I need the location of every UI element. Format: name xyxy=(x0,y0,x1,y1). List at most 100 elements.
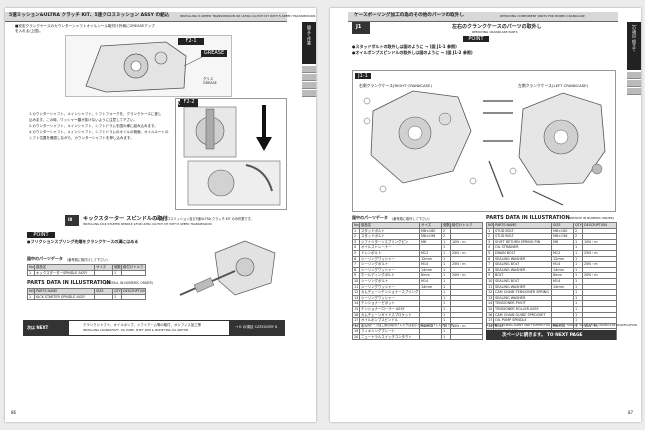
table-cell: CAM CHAIN GUIDE SPROCKET xyxy=(493,311,552,319)
page-number: 86 xyxy=(11,410,17,415)
next-page-link[interactable]: 次ページに続きます。 TO NEXT PAGE xyxy=(502,333,583,338)
parts-title: PARTS DATA IN ILLUSTRATION xyxy=(486,215,570,221)
right-side-tab: Jの項目 組立て xyxy=(627,22,641,70)
page-number: 87 xyxy=(628,410,634,415)
table-cell: 10N・m xyxy=(582,322,617,330)
left-header-title: 5速ミッション&ULTRA クラッチ KIT、5速クロスミッション ASSY の… xyxy=(9,13,170,18)
section-note: ※ 5速クロスミッション及び5速ULTRA クラッチ KIT のみ作業です。 xyxy=(155,217,254,221)
table-cell: 20N・m xyxy=(582,272,617,279)
transmission-illustration: F2-1 GREASE グリス GREASE xyxy=(65,35,232,97)
table-cell: 25N・m xyxy=(582,261,617,268)
table-header-cell: 個数 xyxy=(441,222,451,229)
table-cell xyxy=(582,255,617,263)
footer-next-label: 次は NEXT xyxy=(27,325,49,330)
footer-center-line2: INSTALLING CRANKSHAFT, OIL PUMP, SHIFT A… xyxy=(83,328,189,332)
section-title: キックスターター スピンドルの取付 xyxy=(83,216,168,222)
table-cell xyxy=(450,300,483,307)
left-header-subtitle: INSTALLING 5-SPEED TRANSMISSION OR ULTRA… xyxy=(180,14,316,18)
right-page: ケースボーリング加工の為のその他のパーツの取外し REMOVING COMPON… xyxy=(330,8,641,422)
footnote-en: ※1 APPLY LOCKING AGENT AND TIGHTEN FOR S… xyxy=(486,323,638,327)
thumb-index xyxy=(302,90,316,97)
right-footer-bar xyxy=(486,330,616,340)
footer-category-link[interactable]: → K の項目 CATEGORY K xyxy=(235,325,278,329)
parts-header-jp: 図中のパーツデータ xyxy=(352,215,388,220)
table-cell xyxy=(450,277,483,285)
left-page: 5速ミッション&ULTRA クラッチ KIT、5速クロスミッション ASSY の… xyxy=(5,8,316,422)
right-header-title: ケースボーリング加工の為のその他のパーツの取外し xyxy=(354,13,464,18)
grease-callout: グリス xyxy=(203,77,214,81)
point-text: ●フリクションスプリング先端をクランクケースの溝にはめる xyxy=(27,239,139,244)
point-label: POINT xyxy=(463,36,489,42)
section-badge xyxy=(352,22,370,34)
parts-title-note: (INSTALL IN NUMERIC ORDER) xyxy=(105,281,153,285)
section-badge xyxy=(65,215,79,226)
thumb-index xyxy=(302,82,316,89)
table-cell: 10N・m xyxy=(450,322,483,330)
thumb-index xyxy=(627,80,641,87)
parts-title: PARTS DATA IN ILLUSTRATION xyxy=(27,280,111,286)
assembly-drawing xyxy=(183,105,281,206)
table-cell xyxy=(582,300,617,307)
table-cell xyxy=(582,294,617,302)
table-cell xyxy=(450,305,483,313)
right-header-strip xyxy=(348,12,618,22)
left-text-area xyxy=(65,108,170,208)
footnote-jp: ※1 クランクケース加工後の締付けトルクは表示と同じ締付けトルク値です。 xyxy=(352,323,456,327)
footer-center-line1: クランクシャフト、オイルポンプ、シフトアーム等の取付、オシフィス加工等 xyxy=(83,323,202,327)
table-cell xyxy=(582,311,617,319)
step-line: 4.カウンターシャフト、メインシャフト、シフトドラムのオイルの側面、オイルルート… xyxy=(29,130,169,134)
kick-starter-drawing xyxy=(179,240,276,296)
illustration-tag: F2-2 xyxy=(180,99,198,105)
parts-header-note: (番号順に取付けして下さい) xyxy=(67,258,108,262)
table-cell xyxy=(582,277,617,285)
table-cell xyxy=(450,289,483,296)
illustration-tag: J1-1 xyxy=(355,73,371,79)
section-id: J1 xyxy=(356,24,362,30)
thumb-index xyxy=(627,88,641,95)
step-line: 1.カウンターシャフト、メインシャフト、シフトフォークを、クランクケースに差し xyxy=(29,112,162,116)
kick-starter-illustration xyxy=(175,233,285,303)
thumb-index xyxy=(627,72,641,79)
left-header-strip xyxy=(5,12,287,22)
table-cell xyxy=(450,333,483,341)
point-line2: ●オイルポンプスピンドルの取外しは図のように → (図 J1-2 参照) xyxy=(352,50,473,55)
right-header-subtitle: REMOVING COMPONENT PARTS FOR BORED CRANK… xyxy=(500,14,585,18)
section-subtitle: INSTALLING KICK STARTER SPINDLE ※FOR ULT… xyxy=(83,222,212,226)
table-cell: 20N・m xyxy=(450,272,483,279)
table-header-row: No.部品名サイズ個数締付けトルク xyxy=(27,264,146,271)
table-cell: 1 xyxy=(441,333,451,341)
table-cell xyxy=(450,283,483,291)
table-cell xyxy=(582,317,617,324)
exploded-crankcase-illustration: J1-1 右側クランクケース(RIGHT CRANKCASE) 左側クランクケー… xyxy=(352,70,616,212)
illustration-tag: F2-1 xyxy=(178,38,204,45)
note-top-line2: を入れる(上図)。 xyxy=(15,29,43,33)
right-crankcase-label: 右側クランクケース(RIGHT CRANKCASE) xyxy=(359,83,432,88)
table-cell xyxy=(582,289,617,296)
table-header-cell: No. xyxy=(352,222,360,229)
table-cell xyxy=(450,255,483,263)
table-cell: 25N・m xyxy=(450,261,483,268)
parts-header-jp: 図中のパーツデータ xyxy=(27,256,63,261)
